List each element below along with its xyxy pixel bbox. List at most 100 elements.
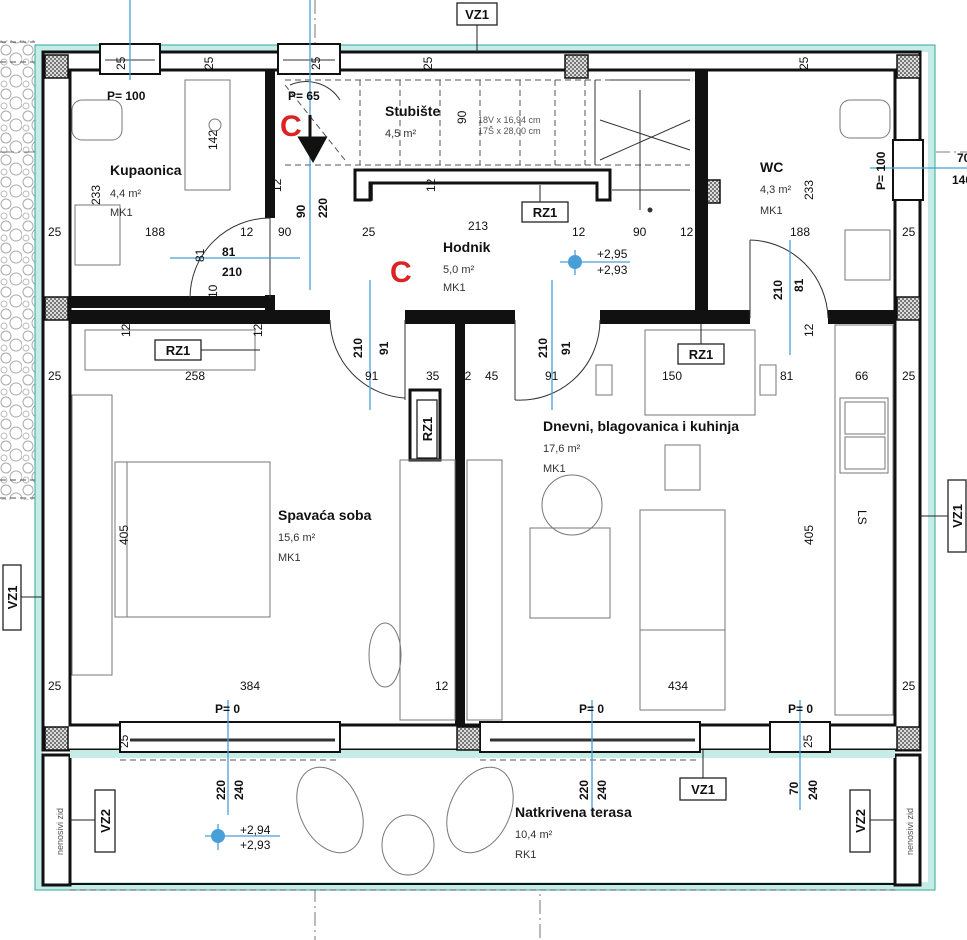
dimension-label: 91 xyxy=(545,369,559,383)
wall-tag: VZ2 xyxy=(849,789,895,853)
dimension-label: 142 xyxy=(206,130,220,150)
wall-tag-label: RZ1 xyxy=(689,347,714,362)
dimension-label: 12 xyxy=(270,178,284,192)
dimension-label: 25 xyxy=(202,56,216,70)
dimension-label: 25 xyxy=(801,734,815,748)
dimension-label: 213 xyxy=(468,219,488,233)
dimension-label: 25 xyxy=(902,679,916,693)
wall-tag-label: RZ1 xyxy=(166,343,191,358)
arrow-down-icon xyxy=(297,115,328,164)
room-hodnik: Hodnik 5,0 m² MK1 xyxy=(443,239,491,294)
room-finish: MK1 xyxy=(543,463,566,475)
section-marker: C xyxy=(280,110,302,143)
room-area: 5,0 m² xyxy=(443,264,475,276)
stair-treads: 17Š x 28,00 cm xyxy=(478,126,541,136)
level-marker-terrace: +2,94 +2,93 xyxy=(205,823,280,852)
wall-tag: VZ1 xyxy=(456,2,498,52)
dimension-label: 12 xyxy=(251,323,265,337)
room-stubiste: Stubište 4,5 m² 18V x 16,94 cm 17Š x 28,… xyxy=(385,103,541,140)
dimension-label: 405 xyxy=(802,525,816,545)
dimension-label: 91 xyxy=(365,369,379,383)
dimension-label: 25 xyxy=(362,225,376,239)
level-top: +2,95 xyxy=(597,247,628,261)
terrace-walls xyxy=(41,750,922,891)
room-finish: MK1 xyxy=(443,282,466,294)
dimension-label: 81 xyxy=(780,369,794,383)
dimension-label: 45 xyxy=(485,369,499,383)
section-marker: C xyxy=(390,256,412,289)
room-area: 4,3 m² xyxy=(760,184,792,196)
dimension-label: 25 xyxy=(48,225,62,239)
wall-tag-label: VZ1 xyxy=(950,504,965,528)
wall-tag: RZ1 xyxy=(521,185,569,223)
dimension-label: 90 xyxy=(633,225,647,239)
staircase xyxy=(284,79,691,213)
room-finish: MK1 xyxy=(760,205,783,217)
room-name: WC xyxy=(760,159,783,175)
dimension-label: 90 xyxy=(278,225,292,239)
dimension-label: 434 xyxy=(668,679,688,693)
level-bottom: +2,93 xyxy=(240,838,271,852)
wall-note: nenosivi zid xyxy=(55,808,65,855)
wall-tag: VZ1 xyxy=(679,750,727,801)
dimension-label: 12 xyxy=(424,178,438,192)
kitchen-counter xyxy=(834,324,894,716)
dimension-label: 210 xyxy=(536,338,550,358)
dimension-label: 25 xyxy=(48,679,62,693)
dimension-label: 188 xyxy=(145,225,165,239)
wall-tag: RZ1 xyxy=(416,399,438,459)
dimension-label: 81 xyxy=(792,278,806,292)
level-marker-hallway: +2,95 +2,93 xyxy=(560,247,630,277)
dimension-label: 210 xyxy=(222,265,242,279)
wall-tag-label: VZ2 xyxy=(98,809,113,833)
room-area: 15,6 m² xyxy=(278,532,316,544)
dimension-label: 25 xyxy=(117,734,131,748)
room-terasa: Natkrivena terasa 10,4 m² RK1 xyxy=(515,804,632,861)
dimension-label: 384 xyxy=(240,679,260,693)
dimension-label: 240 xyxy=(232,780,246,800)
wall-tag-label: RZ1 xyxy=(420,417,435,442)
room-area: 10,4 m² xyxy=(515,829,553,841)
toilet-wc xyxy=(839,99,891,139)
wall-notes: nenosivi zid nenosivi zid xyxy=(55,808,915,855)
dimension-label: 91 xyxy=(559,341,573,355)
dimension-label: P= 0 xyxy=(788,702,813,716)
dimension-label: 12 xyxy=(802,323,816,337)
room-finish: MK1 xyxy=(278,552,301,564)
wall-note: nenosivi zid xyxy=(905,808,915,855)
dimension-label: 81 xyxy=(222,245,236,259)
dimension-label: P= 0 xyxy=(579,702,604,716)
dimension-label: 81 xyxy=(193,248,207,262)
dimension-label: 90 xyxy=(455,110,469,124)
dimension-label: 25 xyxy=(902,225,916,239)
wall-tag: VZ1 xyxy=(2,564,43,631)
dimension-label: 25 xyxy=(902,369,916,383)
room-name: Dnevni, blagovanica i kuhinja xyxy=(543,418,739,434)
room-name: Kupaonica xyxy=(110,162,182,178)
dimension-label: 220 xyxy=(214,780,228,800)
wall-tag-label: RZ1 xyxy=(533,205,558,220)
dimension-label: 91 xyxy=(377,341,391,355)
dimension-label: 233 xyxy=(89,185,103,205)
dimension-label: 35 xyxy=(426,369,440,383)
dimension-label: 150 xyxy=(662,369,682,383)
wall-tag-label: VZ2 xyxy=(853,809,868,833)
dimension-label: 70 xyxy=(957,151,967,165)
dimension-label: 90 xyxy=(294,204,308,218)
dimension-label: 220 xyxy=(316,198,330,218)
room-spavaca-soba: Spavaća soba 15,6 m² MK1 xyxy=(278,507,372,564)
dimension-label: LS xyxy=(855,510,869,525)
doors xyxy=(189,81,829,401)
wall-tag: VZ2 xyxy=(70,789,116,853)
room-finish: MK1 xyxy=(110,207,133,219)
dining-table xyxy=(644,329,756,416)
room-name: Hodnik xyxy=(443,239,491,255)
dimension-label: 188 xyxy=(790,225,810,239)
dimension-label: 12 xyxy=(572,225,586,239)
dimension-label: 12 xyxy=(119,323,133,337)
wall-tag-label: VZ1 xyxy=(691,782,715,797)
wall-tag-label: VZ1 xyxy=(465,7,489,22)
wall-tag-label: VZ1 xyxy=(5,586,20,610)
